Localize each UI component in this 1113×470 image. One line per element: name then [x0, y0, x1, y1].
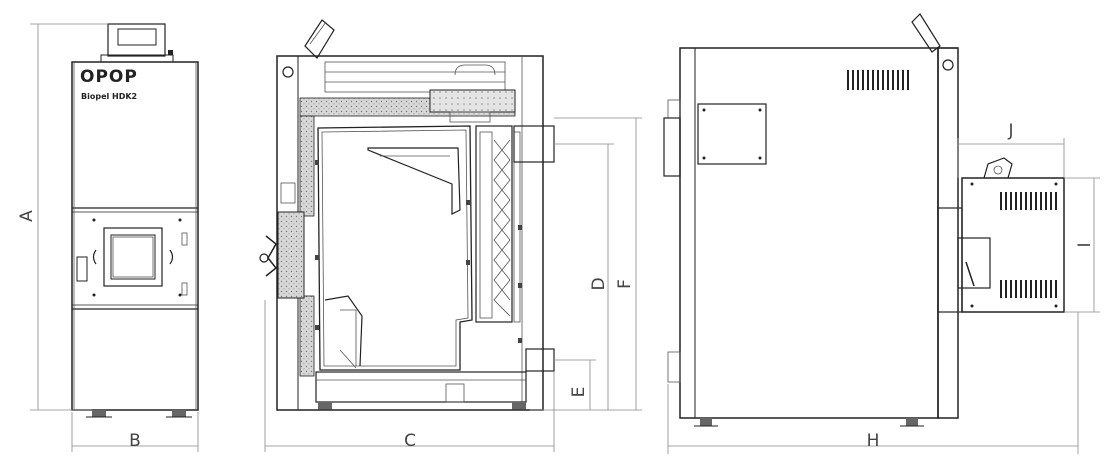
model-label: Biopel HDK2 [81, 92, 137, 101]
ventilation-grille-top [847, 70, 909, 90]
dimension-j-label: J [1007, 121, 1013, 141]
dimension-i-label: I [1075, 242, 1095, 247]
dimension-h-label: H [867, 431, 880, 451]
dimension-e-label: E [569, 387, 589, 398]
front-cabinet [71, 61, 199, 411]
dimension-f-label: F [615, 279, 635, 289]
dimension-b-label: B [129, 431, 141, 451]
combustion-door [76, 218, 188, 297]
section-view: C D E F [259, 19, 642, 452]
flue-outlet-top [304, 19, 335, 59]
front-view: OPOP Biopel HDK2 A B [17, 23, 199, 452]
dimension-a-label: A [17, 210, 37, 222]
control-panel-display [100, 23, 174, 63]
brand-logo: OPOP [80, 67, 138, 87]
dimension-c-label: C [404, 431, 416, 451]
pellet-burner [937, 157, 1065, 313]
dimension-d-label: D [589, 277, 609, 290]
side-view: H I J [663, 13, 1100, 454]
